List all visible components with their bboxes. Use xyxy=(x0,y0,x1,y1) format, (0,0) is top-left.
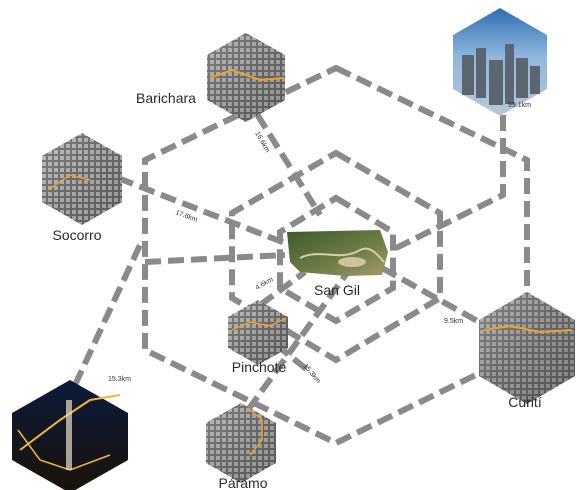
ring-outer xyxy=(142,64,530,447)
paramo-label: Páramo xyxy=(218,475,267,490)
barichara-node[interactable]: Barichara xyxy=(136,33,285,122)
distance-pinchote: 4.6km xyxy=(255,276,275,292)
distance-socorro: 17.6km xyxy=(174,209,198,223)
curiti-road xyxy=(483,324,573,334)
san-gil-image xyxy=(287,230,388,276)
pinchote-node[interactable]: Pinchote xyxy=(228,300,288,375)
san-gil-node[interactable]: San Gil xyxy=(287,230,388,298)
pinchote-road xyxy=(231,317,287,331)
night-city-node[interactable]: 15.3km xyxy=(12,376,131,490)
socorro-label: Socorro xyxy=(52,227,101,243)
skyline-buildings xyxy=(462,44,540,105)
san-gil-town-center xyxy=(338,257,366,267)
socorro-node[interactable]: Socorro xyxy=(42,133,122,243)
link-curiti xyxy=(380,265,492,331)
night-city-lights-b xyxy=(17,429,111,471)
pinchote-label: Pinchote xyxy=(232,359,287,375)
paramo-node[interactable]: Páramo xyxy=(206,403,276,490)
link-west-city xyxy=(72,243,143,387)
distance-city-bottom-left: 15.3km xyxy=(108,376,131,383)
distance-barichara: 16.6km xyxy=(253,131,271,155)
link-paramo xyxy=(245,260,358,412)
link-west-cross xyxy=(144,252,286,265)
night-city-tower xyxy=(66,400,72,470)
curiti-label: Curití xyxy=(508,394,542,410)
san-gil-town-patch xyxy=(299,247,385,263)
city-skyline-node[interactable]: 99.1km xyxy=(453,8,547,116)
concentric-rings xyxy=(142,64,530,447)
socorro-road xyxy=(47,174,91,191)
ring-middle xyxy=(229,149,443,364)
connection-lines xyxy=(72,92,506,412)
barichara-label: Barichara xyxy=(136,90,196,106)
distance-paramo: 15.3km xyxy=(301,363,321,385)
curiti-node[interactable]: Curití xyxy=(479,292,575,410)
paramo-road xyxy=(247,407,263,456)
link-top-right-city xyxy=(390,92,506,253)
link-pinchote xyxy=(258,269,307,308)
san-gil-label: San Gil xyxy=(314,282,360,298)
distance-curiti: 9.5km xyxy=(444,318,463,325)
link-socorro xyxy=(116,175,292,248)
night-city-lights-a xyxy=(19,394,121,451)
distance-top-right-city: 99.1km xyxy=(508,102,531,109)
ring-inner xyxy=(277,194,396,325)
barichara-road xyxy=(209,68,285,82)
